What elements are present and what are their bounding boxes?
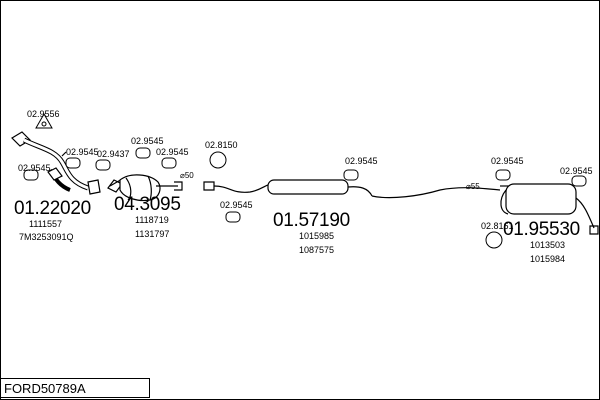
accessory-code: 02.9545: [18, 163, 51, 173]
part-reference: 1087575: [299, 245, 335, 255]
rear-silencer-drawing: [500, 183, 599, 235]
part-reference: 1013503: [530, 240, 566, 250]
catalyst-drawing: [107, 174, 183, 202]
accessory-code: 02.9545: [560, 166, 593, 176]
part-number: 04.3095: [114, 194, 181, 215]
diameter-label: ⌀55: [466, 182, 480, 191]
part-reference: 1015984: [530, 254, 566, 264]
part-reference: 7M3253091Q: [19, 232, 74, 242]
accessory-code: 02.9545: [66, 147, 99, 157]
part-reference: 1015985: [299, 231, 335, 241]
hanger-icons: [23, 112, 587, 249]
accessory-code: 02.9556: [27, 109, 60, 119]
accessory-code: 02.9545: [345, 156, 378, 166]
diameter-label: ⌀50: [180, 171, 194, 180]
accessory-code: 02.8161: [481, 221, 514, 231]
accessory-code: 02.9437: [97, 149, 130, 159]
middle-silencer-drawing: [203, 179, 501, 199]
accessory-code: 02.9545: [220, 200, 253, 210]
diagram-code: FORD50789A: [0, 378, 150, 398]
part-reference: 1118719: [135, 215, 169, 225]
accessory-code: 02.9545: [131, 136, 164, 146]
part-number: 01.22020: [14, 198, 91, 219]
accessory-code: 02.9545: [491, 156, 524, 166]
part-reference: 1131797: [135, 229, 170, 239]
part-number: 01.95530: [503, 219, 580, 240]
part-reference: 1111557: [29, 219, 63, 229]
accessory-code: 02.9545: [156, 147, 189, 157]
accessory-code: 02.8150: [205, 140, 238, 150]
part-number: 01.57190: [273, 210, 350, 231]
